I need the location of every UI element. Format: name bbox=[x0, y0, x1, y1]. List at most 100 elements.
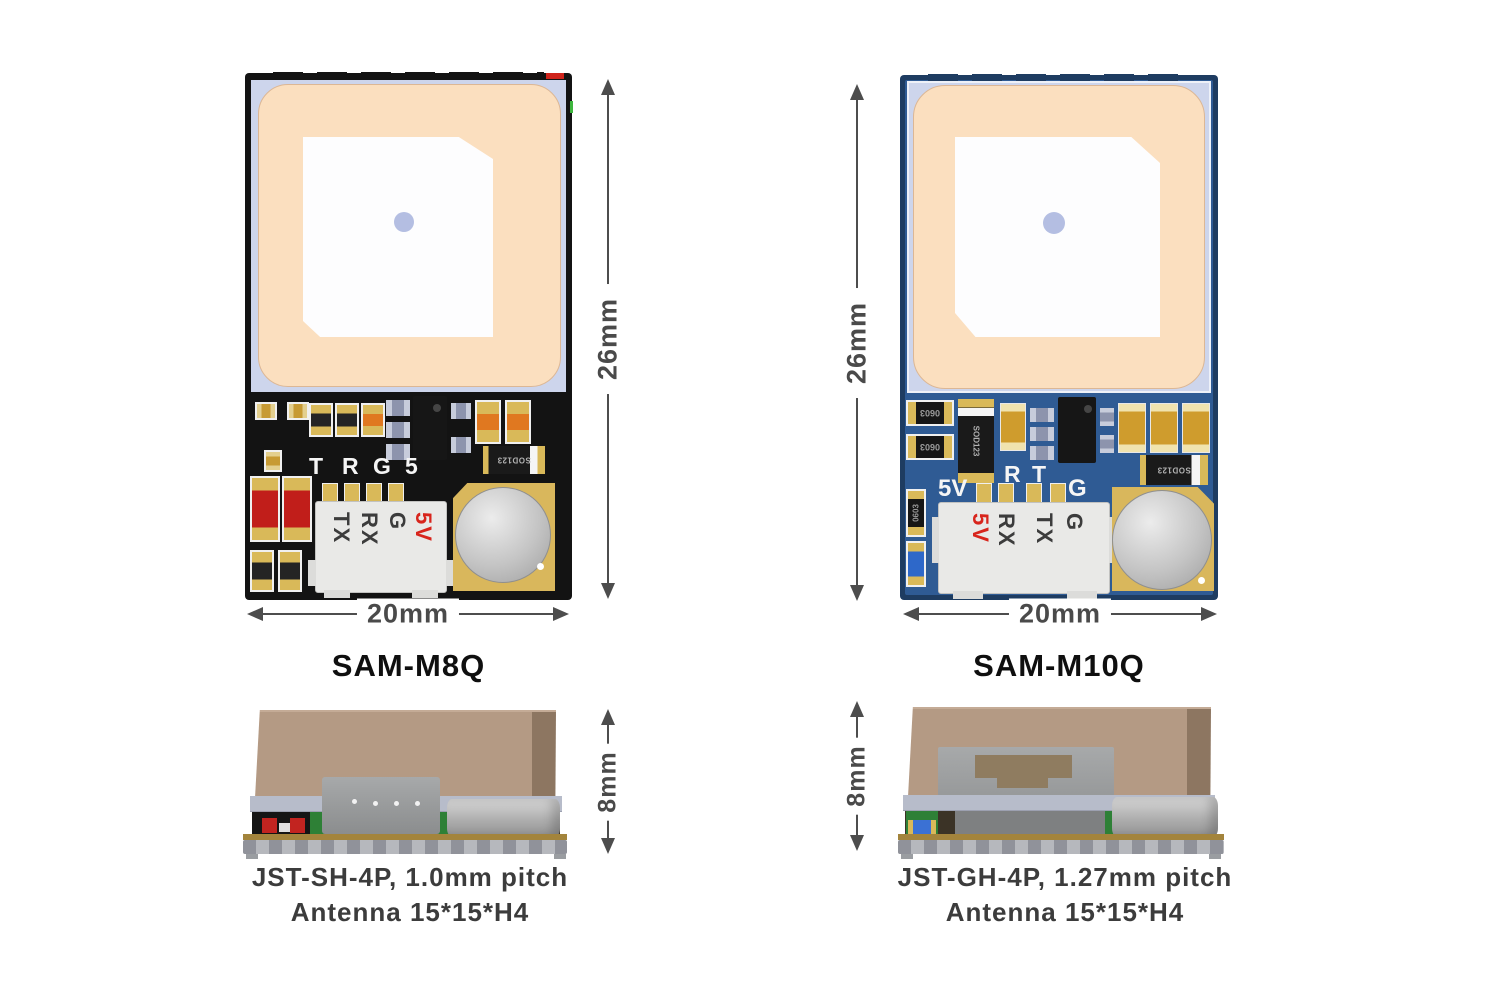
silkscreen-label-g: G bbox=[373, 453, 391, 479]
dim-label-26mm-right: 26mm bbox=[841, 287, 873, 398]
diode-marking: SOD123 bbox=[971, 425, 981, 457]
resistor bbox=[361, 403, 385, 437]
resistor bbox=[250, 550, 274, 592]
antenna-feed-point bbox=[1043, 212, 1065, 234]
capacitor bbox=[1100, 435, 1114, 453]
castellated-edge bbox=[273, 72, 544, 79]
side-bottom-rail bbox=[898, 840, 1224, 854]
sam-m10q-top-view: 0603 0603 SOD123 SOD123 5V R T G bbox=[900, 74, 1218, 600]
connector-label-g: G bbox=[1062, 513, 1087, 533]
connector-wing bbox=[932, 517, 939, 563]
dim-label-26mm-left: 26mm bbox=[592, 283, 624, 395]
side-leg bbox=[554, 854, 566, 859]
capacitor bbox=[451, 403, 471, 419]
dim-label-20mm-right: 20mm bbox=[1008, 598, 1112, 630]
connector-spec-right: JST-GH-4P, 1.27mm pitch bbox=[897, 862, 1233, 892]
connector-label-rx: RX bbox=[994, 513, 1019, 548]
corner-mark bbox=[546, 73, 564, 79]
castellated-edge bbox=[928, 74, 1190, 81]
module-name-right: SAM-M10Q bbox=[973, 648, 1145, 683]
diode-sod123: SOD123 bbox=[1140, 455, 1208, 485]
silkscreen-label-5v: 5V bbox=[938, 475, 968, 502]
connector-tab bbox=[1067, 591, 1097, 599]
connector-label-5v: 5V bbox=[968, 513, 993, 544]
side-leg bbox=[246, 854, 258, 859]
diode-sod123: SOD123 bbox=[483, 446, 545, 474]
diode-marking: SOD123 bbox=[1157, 465, 1191, 475]
capacitor bbox=[386, 422, 410, 438]
jst-sh-connector: TX RX G 5V bbox=[308, 501, 454, 598]
pad-dot bbox=[537, 563, 544, 570]
silkscreen-label-t: T bbox=[309, 453, 324, 479]
connector-wing bbox=[308, 560, 316, 586]
led-red bbox=[250, 476, 280, 542]
smd-pad bbox=[287, 402, 309, 420]
capacitor bbox=[1030, 446, 1054, 460]
module-name-left: SAM-M8Q bbox=[331, 648, 486, 683]
smd-pad bbox=[255, 402, 277, 420]
chip-marking: 0603 bbox=[911, 504, 921, 522]
spec-caption-left: JST-SH-4P, 1.0mm pitch Antenna 15*15*H4 bbox=[195, 860, 625, 930]
silkscreen-label-r: R bbox=[342, 453, 359, 479]
capacitor-gold bbox=[1150, 403, 1178, 453]
side-crystal-left bbox=[447, 799, 560, 837]
spec-caption-right: JST-GH-4P, 1.27mm pitch Antenna 15*15*H4 bbox=[850, 860, 1280, 930]
capacitor bbox=[1030, 408, 1054, 422]
side-gold-rail bbox=[243, 834, 567, 840]
antenna-spec-left: Antenna 15*15*H4 bbox=[290, 897, 530, 927]
crystal-oscillator bbox=[1112, 490, 1212, 590]
connector-tab bbox=[412, 590, 438, 598]
connector-pin-dot bbox=[394, 801, 399, 806]
side-red-part bbox=[262, 818, 277, 833]
capacitor-gold bbox=[1118, 403, 1146, 453]
connector-label-tx: TX bbox=[1032, 513, 1057, 546]
silkscreen-label-5: 5 bbox=[405, 453, 418, 479]
capacitor-gold bbox=[1000, 403, 1026, 451]
side-crystal-right bbox=[1112, 797, 1218, 837]
side-connector-body bbox=[955, 811, 1105, 835]
dim-width-left: 20mm bbox=[247, 598, 569, 630]
resistor bbox=[309, 403, 333, 437]
capacitor-gold bbox=[1182, 403, 1210, 453]
diode-sod123-vertical: SOD123 bbox=[958, 399, 994, 483]
capacitor bbox=[451, 437, 471, 453]
resistor bbox=[278, 550, 302, 592]
connector-tab bbox=[953, 591, 983, 599]
led-blue bbox=[906, 541, 926, 587]
connector-pin-dot bbox=[352, 799, 357, 804]
chip-marking: 0603 bbox=[919, 442, 941, 452]
diode-marking: SOD123 bbox=[497, 455, 531, 465]
dim-height-left: 26mm bbox=[592, 79, 624, 599]
side-gold-rail bbox=[898, 834, 1224, 840]
connector-label-rx: RX bbox=[357, 512, 382, 547]
resistor bbox=[335, 403, 359, 437]
crystal-oscillator bbox=[455, 487, 551, 583]
fuse bbox=[475, 400, 501, 444]
silkscreen-label-g: G bbox=[1068, 475, 1087, 502]
dim-height-right: 26mm bbox=[841, 84, 873, 601]
ic-chip bbox=[413, 396, 447, 460]
connector-recess-step bbox=[997, 775, 1048, 788]
side-connector-left bbox=[322, 777, 440, 834]
capacitor bbox=[1030, 427, 1054, 441]
ic-pin1-dot bbox=[1084, 405, 1092, 413]
silkscreen-label-r: R bbox=[1004, 461, 1021, 487]
antenna-feed-point bbox=[394, 212, 414, 232]
sam-m8q-top-view: SOD123 T R G 5 TX RX G 5V bbox=[245, 72, 573, 600]
side-leg bbox=[1209, 854, 1221, 859]
diode-stripe bbox=[958, 408, 994, 416]
led-red bbox=[282, 476, 312, 542]
connector-label-5v: 5V bbox=[411, 512, 436, 543]
capacitor bbox=[386, 400, 410, 416]
antenna-patch bbox=[303, 137, 493, 337]
dim-label-20mm-left: 20mm bbox=[356, 598, 460, 630]
smd-pad bbox=[264, 450, 282, 472]
chip-0603: 0603 bbox=[906, 434, 954, 460]
connector-spec-left: JST-SH-4P, 1.0mm pitch bbox=[251, 862, 569, 892]
connector-wing bbox=[446, 560, 454, 586]
ic-pin1-dot bbox=[433, 404, 441, 412]
side-white-part bbox=[279, 823, 290, 832]
connector-tab bbox=[324, 590, 350, 598]
dim-side-height-left: 8mm bbox=[593, 709, 623, 854]
silkscreen-label-t: T bbox=[1032, 461, 1047, 487]
